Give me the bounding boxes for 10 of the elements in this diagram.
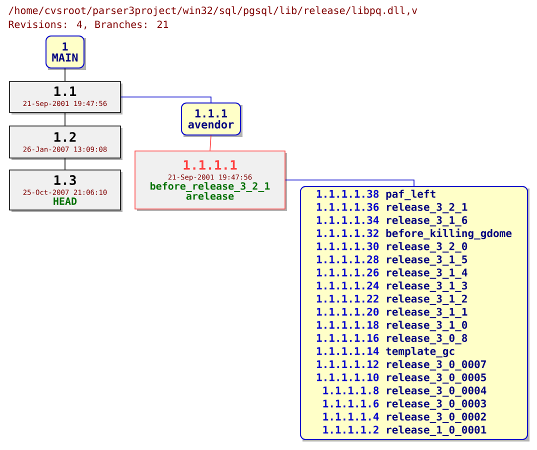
file-path-title: /home/cvsroot/parser3project/win32/sql/pgsql/lib/release/libpq.dll,v <box>8 6 418 16</box>
connector-line <box>285 180 414 186</box>
connector-line <box>120 96 212 103</box>
connector-line <box>64 158 66 170</box>
branch-box: 1 MAIN <box>46 36 86 70</box>
tag-list-box: 1.1.1.1.38 paf_left 1.1.1.1.36 release_3_2_1 1.1.1.1.34 release_3_1_6 1.1.1.1.32 before_killing_gdome 1.1.1.1.30 release_3_2_0 1.1.1.1.28 release_3_1_5 1.1.1.1.26 release_3_1_4 1.1.1.1.24 release_3_1_3 1.1.1.1.22 release_3_1_2 1.1.1.1.20 release_3_1_1 1.1.1.1.18 release_3_1_0 1.1.1.1.16 release_3_0_8 1.1.1.1.14 template_gc 1.1.1.1.12 release_3_0_0007 1.1.1.1.10 release_3_0_0005 1.1.1.1.8 release_3_0_0004 1.1.1.1.6 release_3_0_0003 1.1.1.1.4 release_3_0_0002 1.1.1.1.2 release_1_0_0001 <box>300 186 530 442</box>
connector-line <box>210 135 212 151</box>
connector-line <box>64 68 66 82</box>
connector-line <box>64 112 66 126</box>
branch-box: 1.1.1 avendor <box>181 102 242 137</box>
